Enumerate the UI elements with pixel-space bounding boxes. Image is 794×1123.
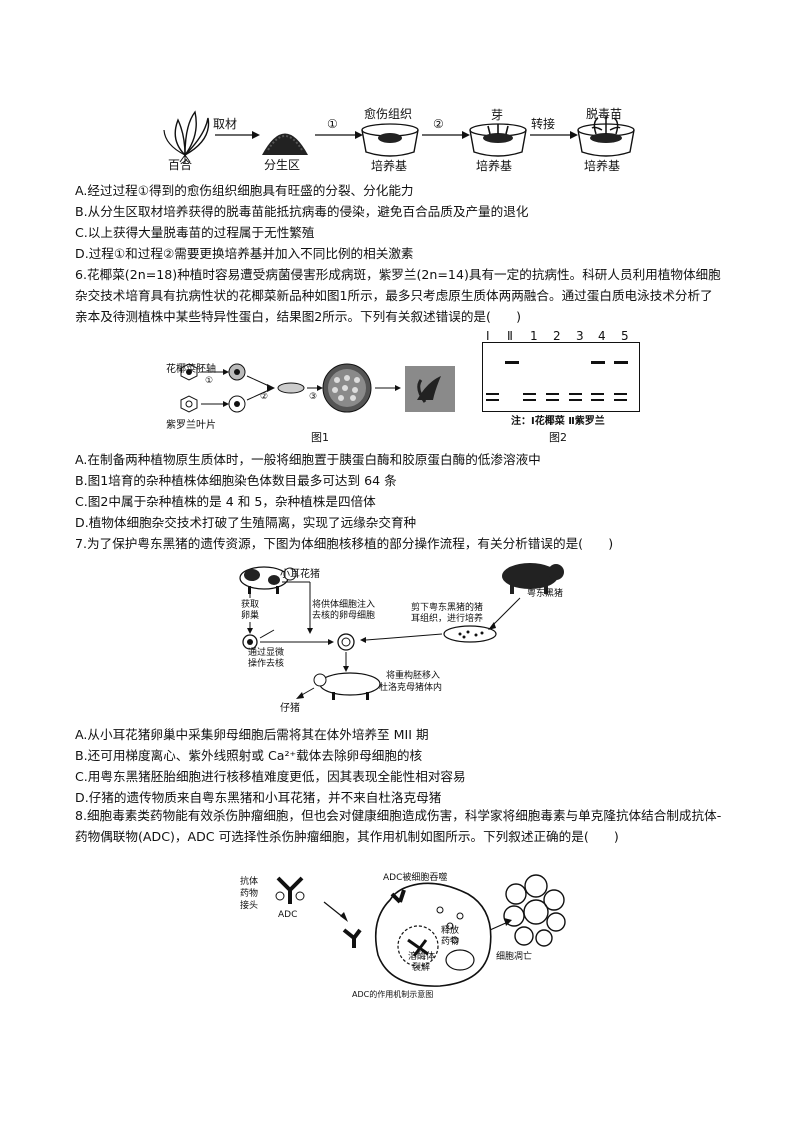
spotted-pig-icon: [239, 566, 297, 594]
q6-option-c: C.图2中属于杂种植株的是 4 和 5，杂种植株是四倍体: [75, 494, 376, 509]
q7-option-b: B.还可用梯度离心、紫外线照射或 Ca²⁺载体去除卵母细胞的核: [75, 748, 423, 763]
q8-stem: 8.细胞毒素类药物能有效杀伤肿瘤细胞，但也会对健康细胞造成伤害，科学家将细胞毒素…: [75, 808, 722, 844]
lily-culture-diagram: [163, 110, 635, 163]
black-pig-icon: [502, 563, 564, 594]
q5-option-b: B.从分生区取材培养获得的脱毒苗能抵抗病毒的侵染，避免百合品质及产量的退化: [75, 204, 529, 219]
label-meristem: 分生区: [264, 158, 301, 172]
culture-dish-callus-icon: [361, 123, 419, 157]
label-lysosome-2: 裂解: [412, 963, 431, 973]
label-bud: 芽: [491, 108, 504, 122]
gel-box: [482, 342, 640, 412]
label-step1: ①: [327, 117, 338, 131]
lily-bulb-icon: [163, 110, 210, 163]
lane-label-2: Ⅱ: [507, 329, 513, 343]
apoptotic-cell-icon: [503, 874, 566, 947]
label-lysosome-1: 溶酶体: [408, 952, 436, 962]
somatic-hybridization-diagram: [180, 363, 455, 413]
lane-label-7: 5: [621, 329, 629, 343]
label-hypocotyl: 花椰菜胚轴: [166, 364, 216, 375]
label-transfer-2: 杜洛克母猪体内: [379, 683, 443, 693]
q7-option-c: C.用粤东黑猪胚胎细胞进行核移植难度更低，因其表现全能性相对容易: [75, 769, 466, 784]
figure2-caption: 图2: [549, 431, 567, 444]
label-step2: ②: [433, 117, 444, 131]
q6-stem: 6.花椰菜(2n=18)种植时容易遭受病菌侵害形成病斑，紫罗兰(2n=14)具有…: [75, 267, 721, 324]
label-release-1: 释放: [441, 926, 460, 936]
label-linker: 接头: [240, 901, 259, 911]
q5-option-a: A.经过过程①得到的愈伤组织细胞具有旺盛的分裂、分化能力: [75, 183, 414, 198]
meristem-icon: [262, 133, 308, 155]
label-get-oocyte-1: 获取: [241, 600, 260, 610]
label-violet-leaf: 紫罗兰叶片: [166, 420, 216, 431]
label-antibody: 抗体: [240, 877, 259, 887]
label-cut-2: 耳组织，进行培养: [411, 614, 484, 624]
culture-dish-seedling-icon: [577, 116, 635, 157]
label-yuedong-pig: 粤东黑猪: [527, 589, 564, 599]
label-take-material: 取材: [213, 117, 238, 131]
label-inject-1: 将供体细胞注入: [312, 600, 376, 610]
label-piglet: 仔猪: [280, 703, 300, 714]
q5-option-d: D.过程①和过程②需要更换培养基并加入不同比例的相关激素: [75, 246, 414, 261]
label-medium-1: 培养基: [371, 159, 408, 173]
lane-label-4: 2: [553, 329, 561, 343]
label-medium-3: 培养基: [584, 159, 621, 173]
q6-option-d: D.植物体细胞杂交技术打破了生殖隔离，实现了远缘杂交育种: [75, 515, 417, 530]
adc-caption: ADC的作用机制示意图: [352, 990, 434, 999]
label-s3: ③: [309, 392, 318, 402]
nuclear-transfer-diagram: [239, 563, 564, 700]
gel-note: 注：Ⅰ花椰菜 Ⅱ紫罗兰: [511, 416, 605, 427]
q7-option-d: D.仔猪的遗传物质来自粤东黑猪和小耳花猪，并不来自杜洛克母猪: [75, 790, 442, 805]
lane-label-3: 1: [530, 329, 538, 343]
gel-bands: [486, 361, 628, 401]
culture-dish-bud-icon: [469, 123, 527, 157]
adc-mechanism-diagram: [275, 874, 566, 987]
q6-option-a: A.在制备两种植物原生质体时，一般将细胞置于胰蛋白酶和胶原蛋白酶的低渗溶液中: [75, 452, 541, 467]
q7-stem: 7.为了保护粤东黑猪的遗传资源，下图为体细胞核移植的部分操作流程，有关分析错误的…: [75, 536, 614, 551]
label-apoptosis: 细胞凋亡: [496, 952, 533, 962]
label-inject-2: 去核的卵母细胞: [312, 611, 376, 621]
q6-option-b: B.图1培育的杂种植株体细胞染色体数目最多可达到 64 条: [75, 473, 397, 488]
label-callus: 愈伤组织: [364, 107, 413, 121]
q5-option-c: C.以上获得大量脱毒苗的过程属于无性繁殖: [75, 225, 315, 240]
label-transfer: 转接: [531, 117, 556, 131]
label-cut-1: 剪下粤东黑猪的猪: [411, 603, 484, 613]
label-engulfed: ADC被细胞吞噬: [383, 873, 448, 883]
label-s2: ②: [260, 392, 269, 402]
label-drug: 药物: [240, 889, 259, 899]
label-lily: 百合: [168, 158, 193, 172]
label-adc: ADC: [278, 910, 298, 920]
label-transfer-1: 将重构胚移入: [386, 671, 441, 681]
sow-icon: [313, 672, 381, 700]
q7-option-a: A.从小耳花猪卵巢中采集卵母细胞后需将其在体外培养至 MII 期: [75, 727, 429, 742]
lane-label-1: Ⅰ: [486, 329, 490, 343]
label-enucleation-1: 通过显微: [248, 648, 285, 658]
label-medium-2: 培养基: [476, 159, 513, 173]
figure1-caption: 图1: [311, 431, 329, 444]
lane-label-6: 4: [598, 329, 606, 343]
label-get-oocyte-2: 卵巢: [241, 611, 260, 621]
label-s1: ①: [205, 376, 214, 386]
label-small-ear-pig: 小耳花猪: [280, 569, 320, 580]
label-release-2: 药物: [441, 937, 460, 947]
label-enucleation-2: 操作去核: [248, 659, 285, 669]
label-virus-free: 脱毒苗: [586, 107, 623, 121]
adc-molecule-icon: [276, 876, 304, 904]
lane-label-5: 3: [576, 329, 584, 343]
